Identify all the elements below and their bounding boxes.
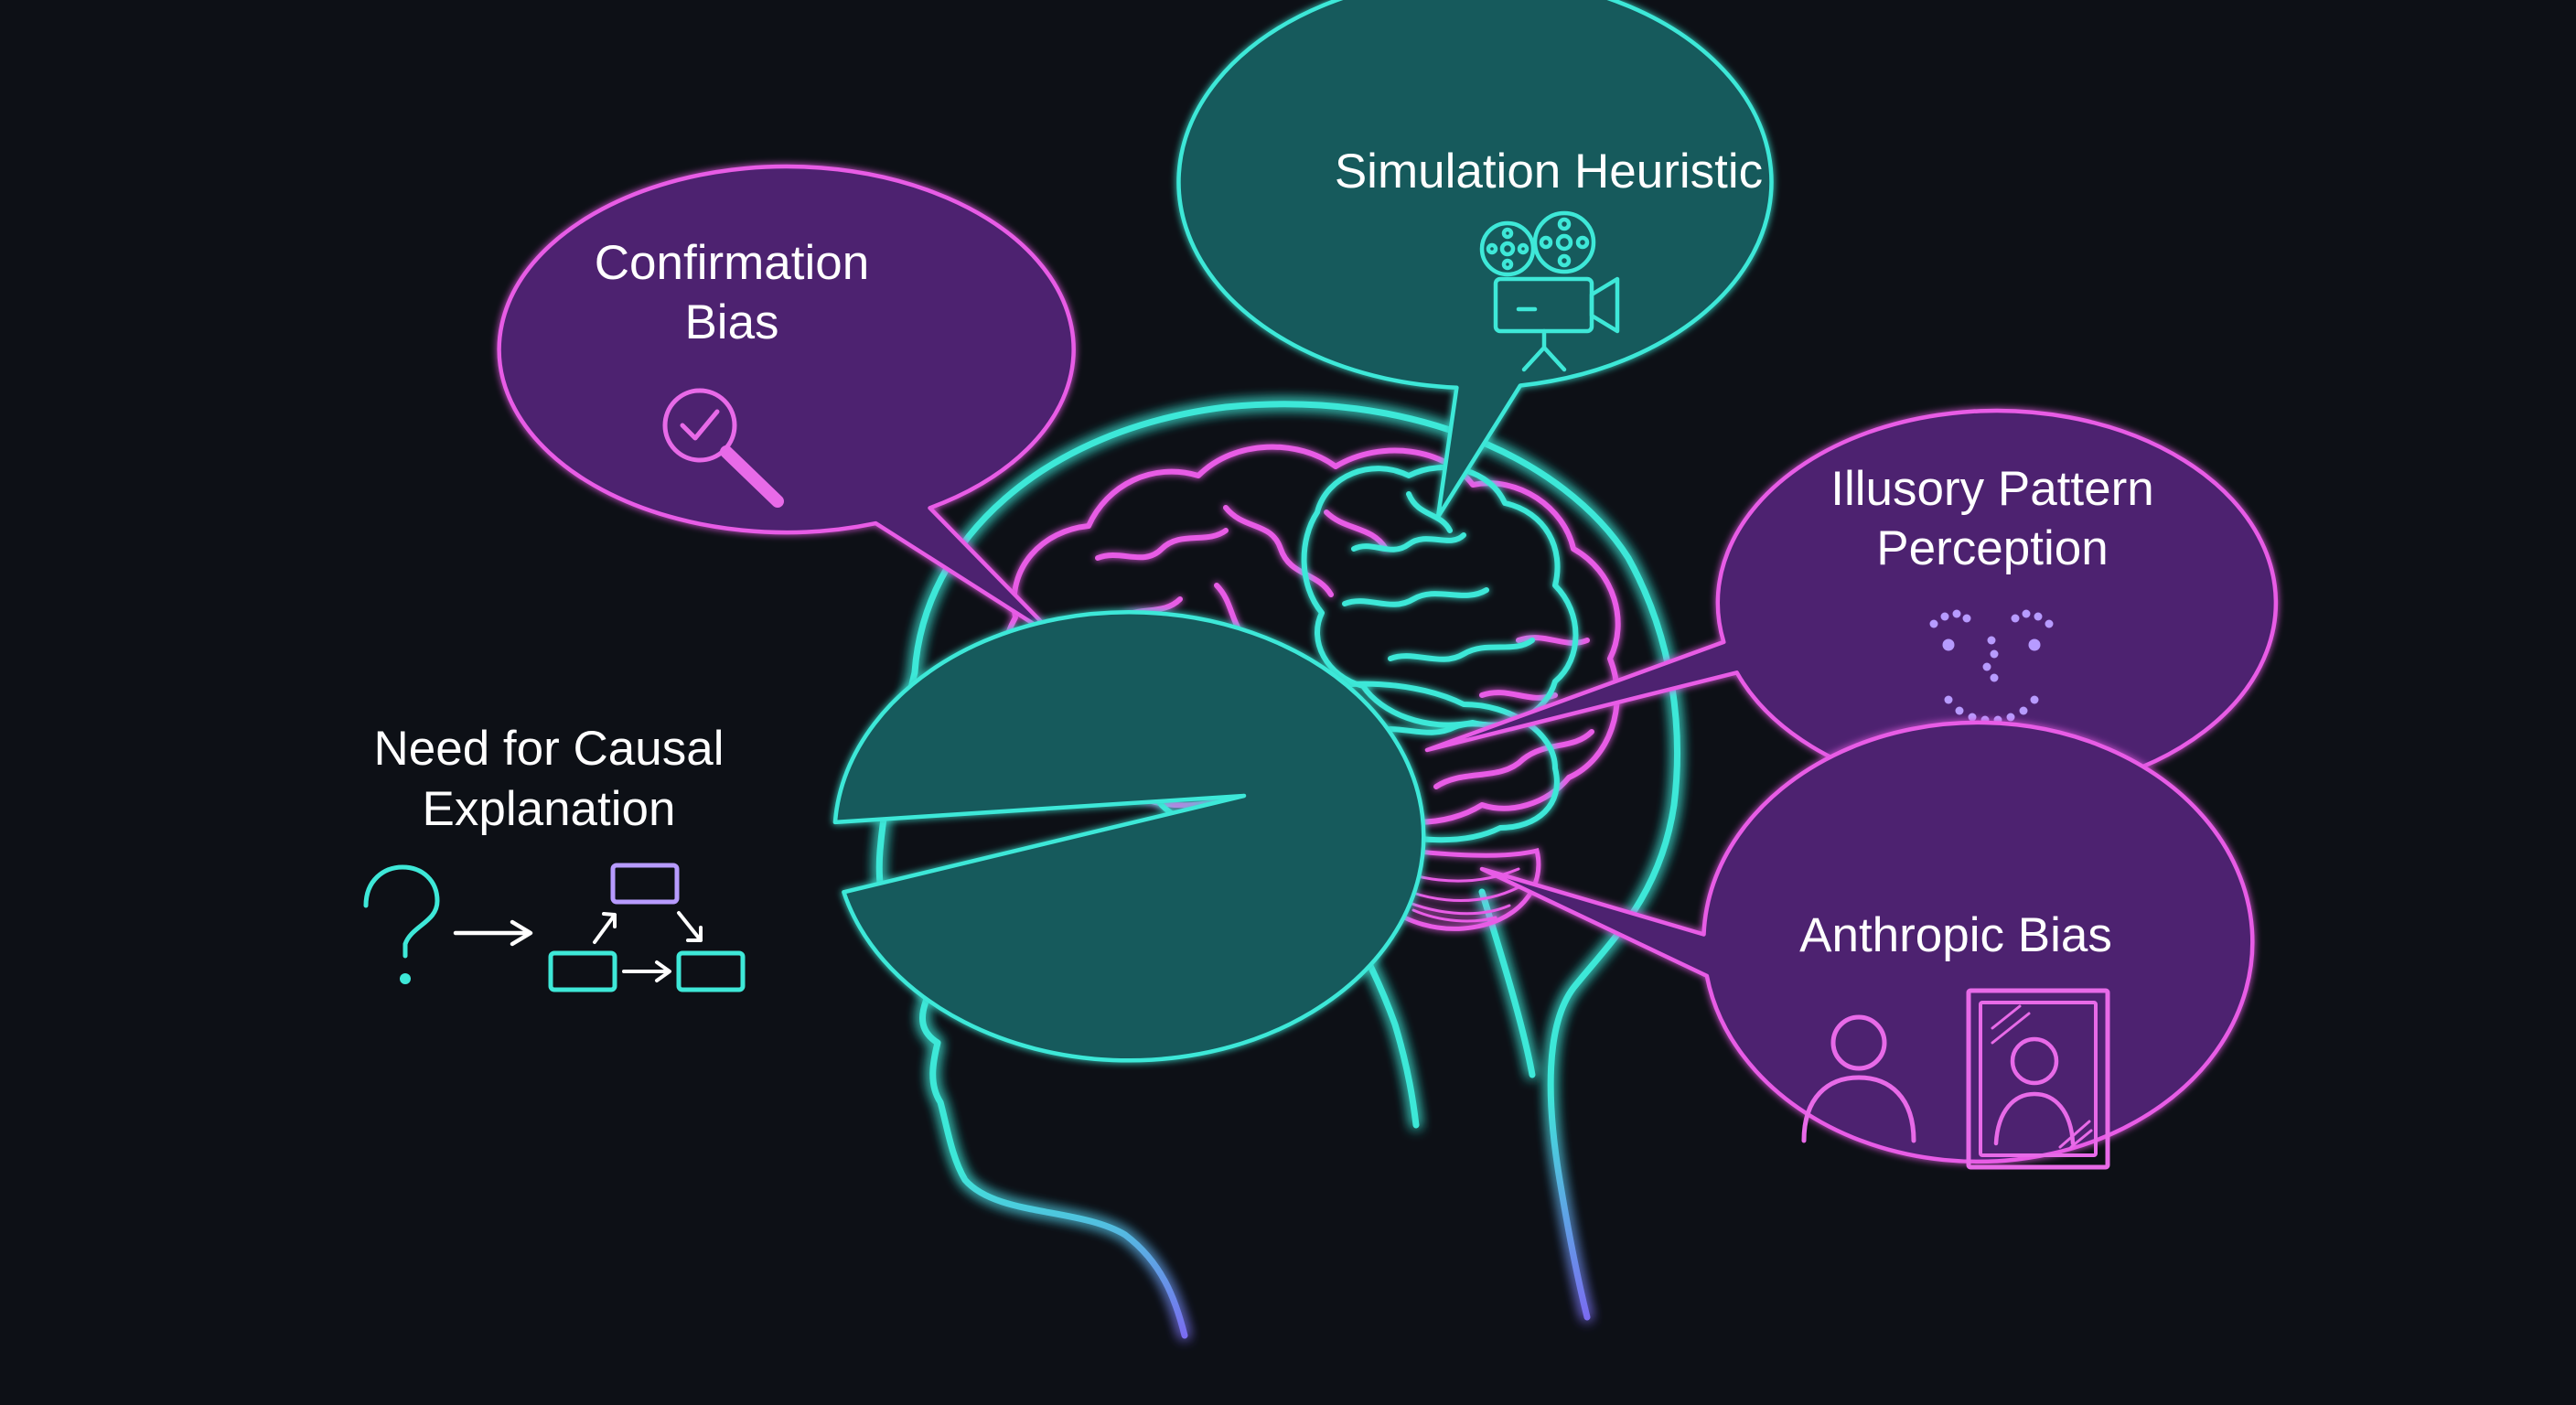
dotted-face-icon bbox=[1929, 609, 2054, 724]
bubble-shape bbox=[497, 164, 1076, 643]
bubble-anthropic-bias: Anthropic Bias bbox=[1479, 720, 2255, 1170]
magnifier-check-icon bbox=[662, 388, 784, 508]
bubble-label-line-1: Illusory Pattern bbox=[1830, 462, 2153, 516]
bubble-confirmation-bias: Confirmation Bias bbox=[497, 164, 1076, 643]
bubble-label-line-1: Need for Causal bbox=[374, 722, 724, 776]
film-camera-icon bbox=[1479, 210, 1620, 372]
bubble-label-line-2: Explanation bbox=[423, 782, 676, 836]
bubble-label-line-2: Perception bbox=[1876, 521, 2108, 575]
person-and-mirror-icon bbox=[1801, 988, 2110, 1170]
bubble-label-line-1: Anthropic Bias bbox=[1799, 908, 2112, 962]
bubble-simulation-heuristic: Simulation Heuristic bbox=[1176, 0, 1774, 520]
question-to-flowchart-icon bbox=[363, 863, 746, 992]
bubble-need-for-causal-explanation: Need for Causal Explanation bbox=[363, 610, 1426, 1063]
bubble-shape bbox=[1479, 720, 2255, 1164]
bubble-label-line-1: Confirmation bbox=[595, 236, 869, 290]
bubble-shape bbox=[832, 610, 1426, 1063]
bubble-shape bbox=[1176, 0, 1774, 520]
bubble-label-line-1: Simulation Heuristic bbox=[1335, 145, 1763, 198]
bubble-label-line-2: Bias bbox=[684, 295, 778, 349]
